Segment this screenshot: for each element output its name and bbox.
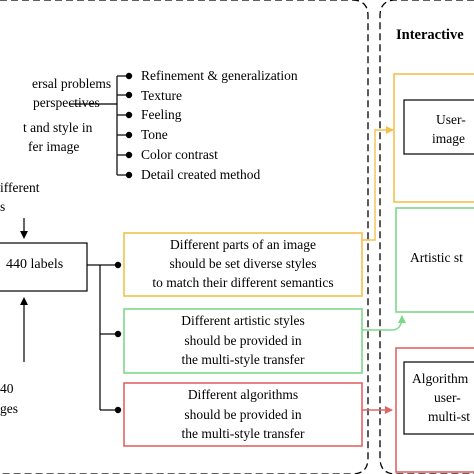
orange-box-line-1: Different parts of an image xyxy=(170,237,316,252)
orange-box-line-3: to match their different semantics xyxy=(152,275,334,290)
red-box-line-1: Different algorithms xyxy=(187,387,299,402)
labels-box-text: 440 labels xyxy=(6,257,64,272)
bottom-left-line-2: ges xyxy=(0,401,18,416)
bottom-left-line-1: 40 xyxy=(0,381,14,396)
green-arrow xyxy=(362,315,406,331)
red-criteria-box xyxy=(123,382,363,447)
right-box3-line-2: user- xyxy=(434,390,461,405)
orange-arrow xyxy=(362,126,394,241)
bullet-item: Refinement & generalization xyxy=(141,68,298,83)
labels-connectors xyxy=(87,261,122,414)
orange-box-line-2: should be set diverse styles xyxy=(169,256,317,271)
right-panel-title: Interactive xyxy=(396,27,464,43)
mid-text-line-2: s xyxy=(0,199,6,214)
orange-criteria-box xyxy=(123,232,363,297)
left-panel-border xyxy=(0,0,369,474)
left-text-line-3: t and style in xyxy=(23,120,93,135)
labels-box xyxy=(0,242,88,292)
right-box3-line-3: multi-st xyxy=(428,409,471,424)
green-box-line-2: should be provided in xyxy=(184,333,302,348)
right-panel-border xyxy=(379,0,474,474)
mid-text-line-1: ifferent xyxy=(0,180,40,195)
bullet-item: Feeling xyxy=(141,107,182,122)
bullet-item: Tone xyxy=(141,127,168,142)
right-box1-line-1: User- xyxy=(436,112,466,127)
right-red-inner-box xyxy=(403,361,474,435)
bullet-item: Detail created method xyxy=(141,167,261,182)
right-green-box xyxy=(395,207,474,313)
green-criteria-box xyxy=(123,308,363,374)
bullet-item: Texture xyxy=(141,88,183,103)
right-box2-line-1: Artistic st xyxy=(410,250,463,265)
bullet-item: Color contrast xyxy=(141,147,218,162)
right-orange-inner-box xyxy=(403,99,474,155)
red-box-line-2: should be provided in xyxy=(184,407,302,422)
left-text-line-1: ersal problems xyxy=(32,76,112,91)
right-box3-line-1: Algorithm xyxy=(412,371,469,386)
red-box-line-3: the multi-style transfer xyxy=(181,426,305,441)
bullet-tree xyxy=(70,72,133,179)
left-text-line-2: perspectives xyxy=(33,95,100,110)
green-box-line-1: Different artistic styles xyxy=(181,313,305,328)
green-box-line-3: the multi-style transfer xyxy=(181,352,305,367)
left-text-line-4: fer image xyxy=(28,139,80,154)
right-box1-line-2: image xyxy=(432,131,465,146)
